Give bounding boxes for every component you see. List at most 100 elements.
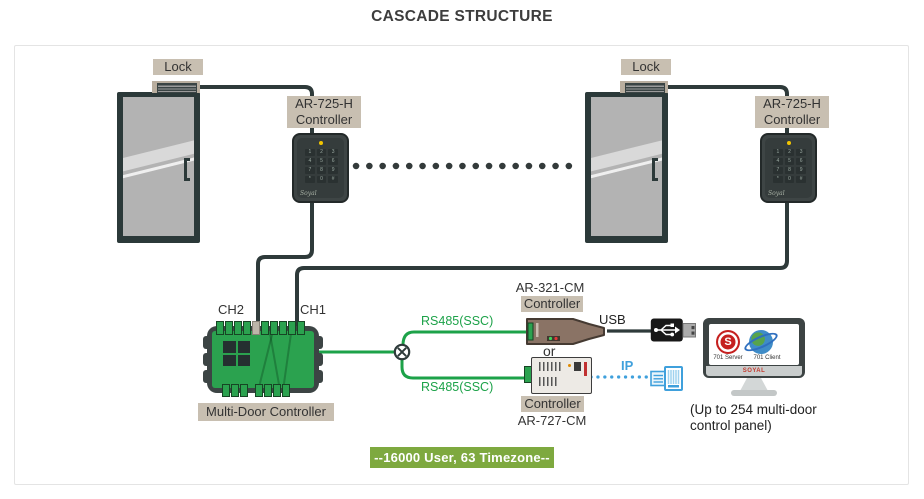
lock-label: Lock bbox=[153, 59, 203, 75]
ar321-device-icon bbox=[523, 315, 613, 348]
green-wires bbox=[316, 330, 531, 380]
maglock-fins bbox=[625, 83, 665, 93]
monitor-base bbox=[731, 390, 777, 396]
terminal bbox=[270, 321, 278, 335]
pcb-trace bbox=[267, 331, 282, 388]
relay-block bbox=[574, 362, 581, 371]
wire-ch2 bbox=[256, 202, 314, 330]
keypad-key: # bbox=[328, 176, 338, 183]
terminal bbox=[216, 321, 224, 335]
terminal bbox=[231, 384, 239, 397]
reader-label-left: AR-725-H Controller bbox=[287, 96, 361, 128]
keypad-key: 2 bbox=[316, 149, 327, 156]
ch2-label: CH2 bbox=[218, 302, 245, 317]
led-dot bbox=[568, 364, 571, 367]
page-title: CASCADE STRUCTURE bbox=[371, 8, 553, 25]
keypad-key: * bbox=[305, 176, 315, 183]
keypad-key: * bbox=[773, 176, 783, 183]
terminal bbox=[279, 321, 287, 335]
wire-ch1 bbox=[295, 202, 789, 330]
usb-plug-icon bbox=[650, 317, 697, 344]
maglock-fins bbox=[157, 83, 197, 93]
circled-x-icon bbox=[393, 343, 411, 361]
terminal bbox=[261, 321, 269, 335]
keypad-key: 4 bbox=[305, 158, 315, 165]
chip-divider bbox=[236, 341, 238, 366]
ch1-label: CH1 bbox=[300, 302, 327, 317]
terminal bbox=[234, 321, 242, 335]
terminal bbox=[222, 384, 230, 397]
ar727-controller-label: Controller bbox=[521, 396, 584, 412]
keypad-key: 7 bbox=[305, 167, 315, 174]
lock-label: Lock bbox=[621, 59, 671, 75]
vent-slots bbox=[539, 362, 563, 371]
terminal bbox=[255, 384, 263, 397]
keypad-key: 9 bbox=[328, 167, 338, 174]
globe-icon bbox=[749, 330, 773, 354]
reader-type: Controller bbox=[763, 112, 821, 127]
terminal bbox=[243, 321, 251, 335]
keypad-key: 7 bbox=[773, 167, 783, 174]
terminal bbox=[297, 321, 305, 335]
keypad-key: 8 bbox=[784, 167, 795, 174]
keypad-key: 9 bbox=[796, 167, 806, 174]
terminal bbox=[240, 384, 248, 397]
dark-wires bbox=[199, 85, 789, 330]
case-tab bbox=[316, 370, 323, 383]
pcb-trace bbox=[281, 331, 292, 388]
wire-rs485-bottom bbox=[400, 359, 531, 380]
reader-model: AR-725-H bbox=[763, 96, 821, 111]
case-tab bbox=[316, 353, 323, 366]
keypad-key: 3 bbox=[328, 149, 338, 156]
vent-slots bbox=[539, 377, 559, 386]
case-tab bbox=[203, 370, 210, 383]
rs485-bottom-label: RS485(SSC) bbox=[421, 380, 494, 394]
or-label: or bbox=[543, 343, 556, 359]
keypad-key: 2 bbox=[784, 149, 795, 156]
door bbox=[117, 92, 200, 243]
keypad-led-icon bbox=[787, 141, 791, 145]
usb-label: USB bbox=[599, 312, 626, 327]
brand-mark bbox=[584, 362, 587, 376]
soyal-server-icon: S bbox=[716, 330, 740, 354]
keypad-key: 4 bbox=[773, 158, 783, 165]
multi-door-controller-label: Multi-Door Controller bbox=[198, 403, 334, 421]
ar727-model-label: AR-727-CM bbox=[517, 413, 587, 428]
terminal-gap bbox=[249, 384, 254, 397]
door-handle-icon bbox=[652, 158, 658, 181]
multi-door-controller-board bbox=[203, 321, 323, 397]
server-app-label: 701 Server bbox=[713, 355, 743, 361]
keypad-key: 0 bbox=[316, 176, 327, 183]
terminal bbox=[252, 321, 260, 335]
terminal bbox=[288, 321, 296, 335]
ethernet-plug-icon bbox=[650, 361, 692, 393]
keypad-key: 5 bbox=[784, 158, 795, 165]
reader-type: Controller bbox=[295, 112, 353, 127]
keypad-key: 8 bbox=[316, 167, 327, 174]
ar727-device-icon bbox=[531, 357, 592, 394]
capacity-note: (Up to 254 multi-door control panel) bbox=[690, 402, 817, 434]
terminal bbox=[273, 384, 281, 397]
wire-rs485-top bbox=[401, 330, 528, 346]
door bbox=[585, 92, 668, 243]
keypad-brand: Soyal bbox=[768, 190, 785, 197]
ar321-model-label: AR-321-CM bbox=[515, 280, 585, 295]
door-panel bbox=[123, 97, 194, 236]
reader-model: AR-725-H bbox=[295, 96, 353, 111]
ip-label: IP bbox=[621, 358, 634, 373]
case-tab bbox=[203, 353, 210, 366]
terminal-strip-bottom bbox=[222, 384, 290, 397]
keypad-led-icon bbox=[319, 141, 323, 145]
monitor-brand: SOYAL bbox=[706, 366, 802, 376]
maglock-icon bbox=[152, 81, 200, 93]
keypad-key: 6 bbox=[796, 158, 806, 165]
keypad-key: 3 bbox=[796, 149, 806, 156]
door-panel bbox=[591, 97, 662, 236]
